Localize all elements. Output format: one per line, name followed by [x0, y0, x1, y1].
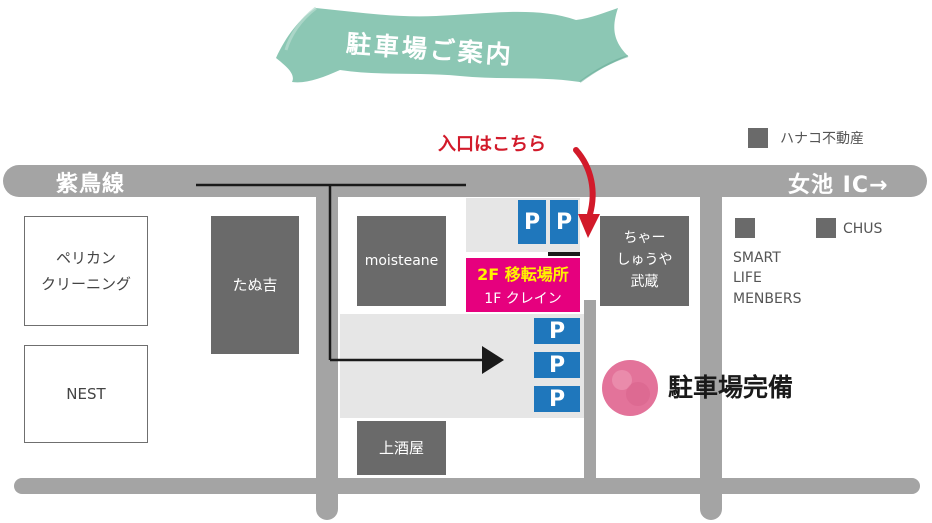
parking-icon: P — [518, 200, 546, 244]
building-nest: NEST — [24, 345, 148, 443]
label-chus: CHUS — [843, 221, 883, 237]
label-smart-life-members: SMART LIFE MENBERS — [733, 250, 802, 307]
entrance-label: 入口はこちら — [438, 134, 546, 155]
parking-icon: P — [534, 318, 580, 344]
label-hanako-fudosan: ハナコ不動産 — [780, 131, 864, 147]
building-pelican-cleaning: ペリカン クリーニング — [24, 216, 148, 326]
move-sign-2f: 2F 移転場所 — [477, 265, 569, 284]
building-kamisakaya: 上酒屋 — [357, 421, 446, 475]
parking-available-label: 駐車場完備 — [668, 373, 794, 402]
building-tanukichi: たぬ吉 — [211, 216, 299, 354]
road-label-shichoe: 紫鳥線 — [56, 172, 126, 197]
move-sign-1f: 1F クレイン — [484, 291, 562, 307]
road-label-meike-ic: 女池 IC→ — [788, 173, 889, 198]
road-middle-spur — [584, 300, 596, 480]
building-chus — [816, 218, 836, 238]
building-moisteane: moisteane — [357, 216, 446, 306]
banner-ribbon — [276, 6, 629, 83]
parking-icon: P — [534, 352, 580, 378]
parking-dot-icon — [602, 360, 658, 416]
parking-icon: P — [534, 386, 580, 412]
building-chaya-shuya-musashi: ちゃー しゅうや 武蔵 — [600, 216, 689, 306]
move-sign: 2F 移転場所 1F クレイン — [466, 258, 580, 312]
parking-icon: P — [550, 200, 578, 244]
road-right-vertical — [700, 180, 722, 520]
building-hanako-fudosan — [748, 128, 768, 148]
building-smart-life-members — [735, 218, 755, 238]
road-bottom — [14, 478, 920, 494]
road-left-vertical — [316, 180, 338, 520]
road-top — [3, 165, 927, 197]
